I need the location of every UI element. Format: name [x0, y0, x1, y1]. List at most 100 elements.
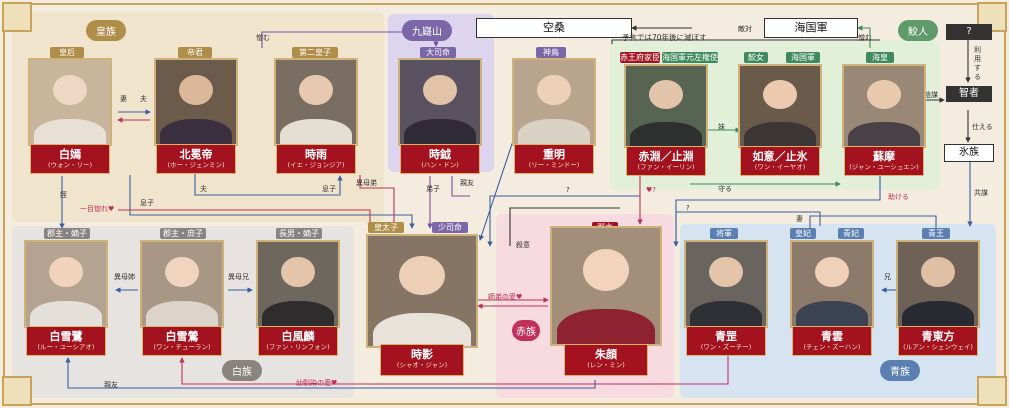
name-shiying: 時影	[381, 348, 463, 361]
relation-label: 親友	[460, 178, 474, 188]
zhizhe-box: 智者	[946, 86, 992, 102]
nameplate-chongming: 重明 (リー・ミンドー)	[514, 144, 594, 174]
role-badge-chiyuan-2: 海国軍元左権使	[662, 52, 718, 63]
relation-label: 息子	[322, 184, 336, 194]
portrait-robe	[34, 119, 106, 146]
relation-label: 幼馴染の愛♥	[296, 378, 337, 388]
nameplate-qingdongfang: 青東方 (ルアン・シェンウェイ)	[898, 326, 978, 356]
nameplate-jiyue: 時鉞 (ハン・ドン)	[400, 144, 480, 174]
reading-zhuyan: (レン・ミン)	[565, 361, 647, 370]
relation-label: 異母弟	[356, 178, 377, 188]
role-badge-baixuelu: 郡主・嫡子	[44, 228, 90, 239]
reading-qingzhen: (ワン・ズーチー)	[687, 343, 765, 352]
reading-baifenglin: (ファン・リンフォン)	[259, 343, 337, 352]
nameplate-ruyi: 如意／止氷 (ワン・イーヤオ)	[740, 146, 820, 176]
reading-sumo: (ジャン・ユーシュエン)	[845, 163, 923, 172]
portrait-robe	[630, 122, 702, 148]
portrait-emperor	[154, 58, 238, 146]
reading-emperor: (ホー・ジェンミン)	[157, 161, 235, 170]
portrait-face	[583, 249, 628, 291]
relation-label: 妻	[120, 94, 127, 104]
portrait-sumo	[842, 64, 926, 148]
relation-label: 妹	[718, 122, 725, 132]
name-ruyi: 如意／止氷	[741, 150, 819, 163]
relation-label: 一目惚れ♥	[80, 204, 114, 214]
role-badge-shiying-2: 少司命	[432, 222, 468, 233]
name-qingzhen: 青罡	[687, 330, 765, 343]
name-zhuyan: 朱顔	[565, 348, 647, 361]
role-badge-empress: 皇后	[50, 47, 84, 58]
portrait-qingdongfang	[896, 240, 980, 328]
name-jiyue: 時鉞	[401, 148, 479, 161]
portrait-face	[815, 257, 849, 287]
reading-shiying: (シャオ・ジャン)	[381, 361, 463, 370]
clan-label-sekizoku: 赤族	[512, 320, 540, 341]
nameplate-baixuelu: 白雪鷺 (ルー・ユーシアオ)	[26, 326, 106, 356]
role-badge-qingzhen: 将軍	[710, 228, 738, 239]
reading-chongming: (リー・ミンドー)	[515, 161, 593, 170]
relation-label: 妻	[796, 214, 803, 224]
reading-jiyue: (ハン・ドン)	[401, 161, 479, 170]
relation-label: 守る	[718, 184, 732, 194]
relation-label: 助ける	[888, 192, 909, 202]
role-badge-baifenglin: 長男・嫡子	[276, 228, 322, 239]
name-qingyun: 青雲	[793, 330, 871, 343]
relation-label: 姪	[60, 190, 67, 200]
kongsang-box: 空桑	[476, 18, 632, 38]
nameplate-emperor: 北冕帝 (ホー・ジェンミン)	[156, 144, 236, 174]
portrait-qingzhen	[684, 240, 768, 328]
role-badge-qingyun: 青妃	[838, 228, 864, 239]
portrait-baixuelu	[24, 240, 108, 328]
relation-label: 殺意	[516, 240, 530, 250]
portrait-chongming	[512, 58, 596, 146]
role-badge-chiyuan-1: 赤王府家臣	[620, 52, 660, 63]
portrait-robe	[848, 122, 920, 148]
relation-label: 異母兄	[228, 272, 249, 282]
reading-chiyuan: (ファン・イーリン)	[627, 163, 705, 172]
plot-label: 陰謀	[924, 90, 938, 100]
relation-label: 親友	[104, 380, 118, 390]
portrait-face	[53, 75, 87, 105]
portrait-baixueying	[140, 240, 224, 328]
clan-label-kyugizan: 九嶷山	[402, 20, 452, 41]
clan-label-hakuzoku: 白族	[222, 360, 262, 381]
role-badge-emperor: 帝君	[178, 47, 212, 58]
reading-baixuelu: (ルー・ユーシアオ)	[27, 343, 105, 352]
role-badge-sumo: 海皇	[866, 52, 894, 63]
prophecy-label: 予言では70年後に滅ぼす	[622, 32, 707, 43]
portrait-face	[299, 75, 333, 105]
portrait-robe	[690, 301, 762, 328]
clan-label-seizoku: 青族	[880, 360, 920, 381]
portrait-robe	[557, 309, 654, 346]
role-badge-baixueying: 郡主・庶子	[160, 228, 206, 239]
name-prince2: 時雨	[277, 148, 355, 161]
reading-baixueying: (ワン・チューラン)	[143, 343, 221, 352]
zhizhe-label: 智者	[959, 88, 979, 99]
relation-label: ?	[686, 204, 690, 212]
portrait-face	[179, 75, 213, 105]
reading-qingyun: (チェン・ズーハン)	[793, 343, 871, 352]
portrait-face	[763, 80, 797, 109]
conspire-label: 共謀	[974, 188, 988, 198]
relation-label: 異母姉	[114, 272, 135, 282]
role-badge-ruyi-1: 鮫女	[744, 52, 768, 63]
name-chiyuan: 赤淵／止淵	[627, 150, 705, 163]
portrait-robe	[280, 119, 352, 146]
role-badge-qingyun-extra: 皇妃	[790, 228, 816, 239]
nameplate-qingyun: 青雲 (チェン・ズーハン)	[792, 326, 872, 356]
relation-label: 夫	[140, 94, 147, 104]
portrait-robe	[796, 301, 868, 328]
nameplate-shiying: 時影 (シャオ・ジャン)	[380, 344, 464, 376]
hyozoku-label: 氷族	[959, 147, 979, 158]
portrait-robe	[30, 301, 102, 328]
relation-label: 弟子	[426, 184, 440, 194]
relation-label: 息子	[140, 198, 154, 208]
role-badge-prince2: 第二皇子	[292, 47, 338, 58]
portrait-baifenglin	[256, 240, 340, 328]
clan-label-kaijin: 鮫人	[898, 20, 938, 41]
relation-label: 憎む	[858, 33, 872, 43]
portrait-robe	[373, 313, 470, 348]
portrait-face	[399, 256, 444, 296]
nameplate-baifenglin: 白風麟 (ファン・リンフォン)	[258, 326, 338, 356]
